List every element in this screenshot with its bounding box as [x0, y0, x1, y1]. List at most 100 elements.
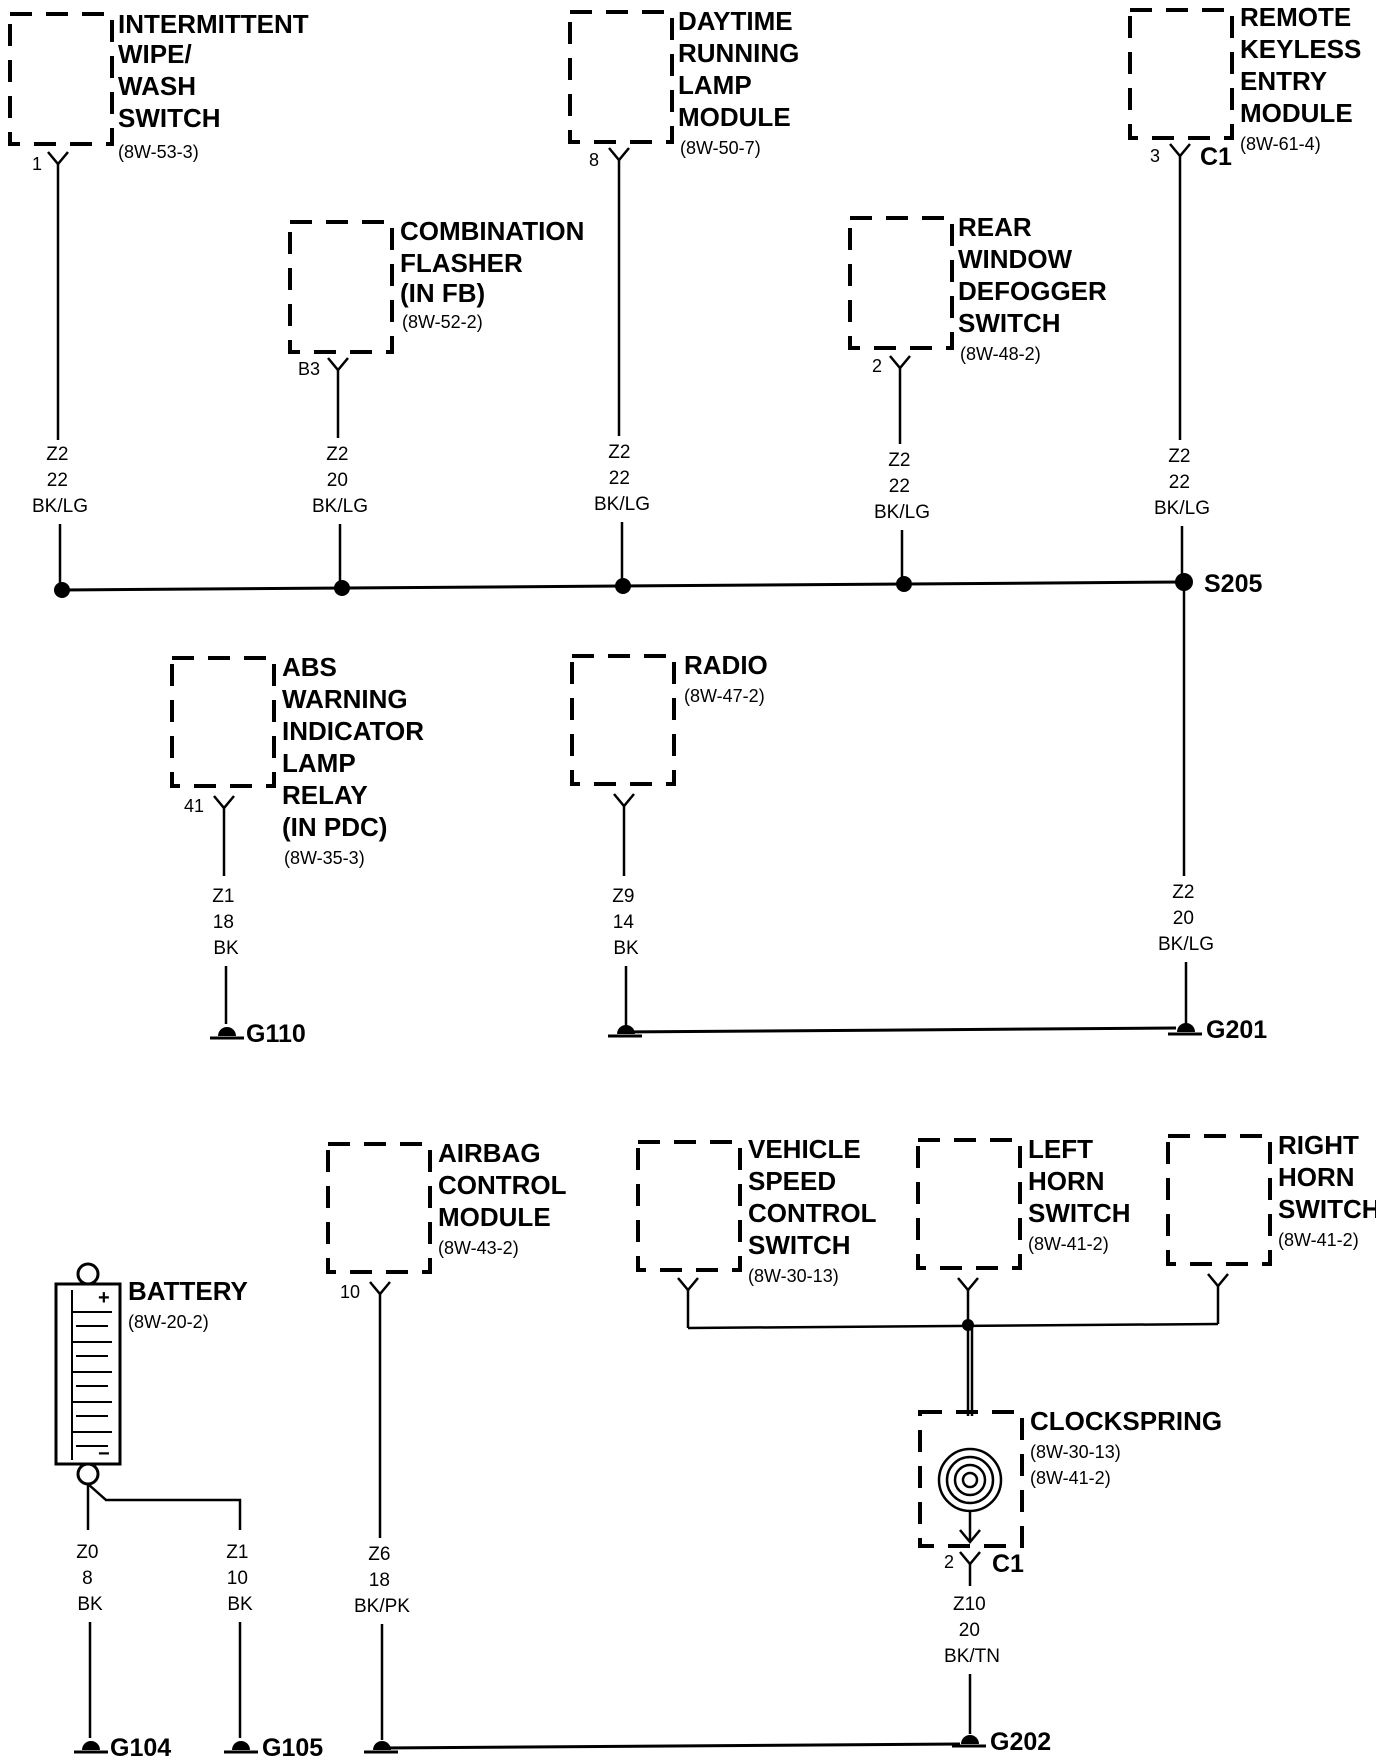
component-box [636, 1140, 742, 1272]
airbag-control-module: AIRBAG CONTROL MODULE (8W-43-2) 10 [326, 1138, 573, 1302]
splice-label: S205 [1204, 570, 1262, 598]
battery-plus-sign: + [98, 1287, 110, 1309]
pin-number: 41 [184, 796, 204, 816]
ground-symbol [74, 1741, 108, 1754]
ground-bus [381, 1742, 961, 1750]
wire-label: Z6 18 BK/PK [354, 1544, 410, 1617]
ground-label: G110 [246, 1020, 306, 1048]
battery-terminal-negative [76, 1462, 100, 1486]
ground-symbol [224, 1741, 258, 1754]
ground-symbol [952, 1735, 986, 1748]
component-ref: (8W-20-2) [128, 1312, 209, 1332]
component-ref: (8W-30-13) [748, 1266, 839, 1286]
component-label: LEFT HORN SWITCH [1028, 1134, 1131, 1228]
connector-symbol [213, 795, 235, 810]
component-ref: (8W-47-2) [684, 686, 765, 706]
component-box [8, 12, 114, 146]
battery-minus-sign: − [98, 1443, 110, 1465]
wire-label: Z9 14 BK [612, 886, 639, 959]
wire-label: Z10 20 BK/TN [944, 1594, 1000, 1667]
component-label: REMOTE KEYLESS ENTRY MODULE [1240, 2, 1369, 128]
component-ref: (8W-41-2) [1030, 1468, 1111, 1488]
battery-body [54, 1282, 122, 1466]
component-label: VEHICLE SPEED CONTROL SWITCH [748, 1134, 883, 1260]
component-label: RADIO [684, 650, 768, 680]
component-ref: (8W-41-2) [1028, 1234, 1109, 1254]
remote-keyless-entry-module: REMOTE KEYLESS ENTRY MODULE (8W-61-4) 3 … [1128, 2, 1369, 171]
connector-symbol [677, 1277, 699, 1292]
splice-dot [615, 578, 631, 594]
component-ref: (8W-53-3) [118, 142, 199, 162]
radio: RADIO (8W-47-2) [570, 650, 768, 808]
ground-label: G202 [990, 1728, 1051, 1756]
component-label: AIRBAG CONTROL MODULE [438, 1138, 573, 1232]
ground-label: G105 [262, 1734, 323, 1762]
splice-dot [54, 582, 70, 598]
ground-symbol [364, 1741, 398, 1754]
splice-dot [334, 580, 350, 596]
component-label: CLOCKSPRING [1030, 1406, 1222, 1436]
component-label: INTERMITTENT WIPE/ WASH SWITCH [118, 9, 316, 133]
component-box [1128, 8, 1234, 140]
pin-number: 2 [944, 1552, 954, 1572]
pin-number: 1 [32, 154, 42, 174]
wire-label: Z1 18 BK [212, 886, 239, 959]
connector-symbol [327, 357, 349, 372]
wire [687, 1322, 1219, 1330]
abs-warning-indicator-lamp-relay: ABS WARNING INDICATOR LAMP RELAY (IN PDC… [170, 652, 431, 868]
component-ref: (8W-61-4) [1240, 134, 1321, 154]
connector-symbol [608, 147, 630, 162]
wire-label: Z2 22 BK/LG [1154, 446, 1210, 519]
connector-symbol [47, 151, 69, 166]
wire [87, 1483, 242, 1530]
ground-label: G104 [110, 1734, 171, 1762]
component-ref: (8W-48-2) [960, 344, 1041, 364]
rear-window-defogger-switch: REAR WINDOW DEFOGGER SWITCH (8W-48-2) 2 [848, 212, 1114, 376]
component-box [916, 1138, 1022, 1270]
daytime-running-lamp-module: DAYTIME RUNNING LAMP MODULE (8W-50-7) 8 [568, 6, 807, 170]
pin-number: B3 [298, 359, 320, 379]
wire-label: Z2 20 BK/LG [1158, 882, 1214, 955]
component-ref: (8W-52-2) [402, 312, 483, 332]
intermittent-wipe-wash-switch: INTERMITTENT WIPE/ WASH SWITCH (8W-53-3)… [8, 9, 316, 174]
pin-number: 10 [340, 1282, 360, 1302]
connector-symbol [1207, 1273, 1229, 1288]
connector-symbol [957, 1277, 979, 1292]
ground-label: G201 [1206, 1016, 1267, 1044]
connector-symbol [959, 1551, 981, 1566]
component-box [848, 216, 954, 350]
splice-dot [1175, 573, 1193, 591]
component-label: DAYTIME RUNNING LAMP MODULE [678, 6, 807, 132]
wire-label: Z1 10 BK [226, 1542, 253, 1615]
combination-flasher: COMBINATION FLASHER (IN FB) (8W-52-2) B3 [288, 216, 592, 379]
component-label: BATTERY [128, 1276, 248, 1306]
wire-label: Z2 22 BK/LG [874, 450, 930, 523]
ground-symbol [1168, 1023, 1202, 1036]
component-label: ABS WARNING INDICATOR LAMP RELAY (IN PDC… [282, 652, 431, 842]
component-ref: (8W-43-2) [438, 1238, 519, 1258]
component-label: RIGHT HORN SWITCH [1278, 1130, 1376, 1224]
coil-spring-icon [937, 1447, 1003, 1544]
connector-symbol [613, 793, 635, 808]
component-box [1166, 1134, 1272, 1266]
battery: + − BATTERY (8W-20-2) [54, 1262, 248, 1486]
wire-label: Z2 20 BK/LG [312, 444, 368, 517]
component-ref: (8W-30-13) [1030, 1442, 1121, 1462]
connector-id: C1 [992, 1550, 1024, 1578]
component-label: COMBINATION FLASHER (IN FB) [400, 216, 592, 308]
clockspring: CLOCKSPRING (8W-30-13) (8W-41-2) 2 C1 [918, 1406, 1222, 1578]
pin-number: 2 [872, 356, 882, 376]
connector-symbol [1169, 143, 1191, 158]
component-ref: (8W-41-2) [1278, 1230, 1359, 1250]
ground-symbol [608, 1025, 642, 1038]
pin-number: 3 [1150, 146, 1160, 166]
component-box [918, 1410, 1024, 1548]
component-box [570, 654, 676, 786]
connector-symbol [369, 1281, 391, 1296]
connector-id: C1 [1200, 143, 1232, 171]
component-box [170, 656, 276, 788]
component-label: REAR WINDOW DEFOGGER SWITCH [958, 212, 1114, 338]
pin-number: 8 [589, 150, 599, 170]
component-box [288, 220, 394, 354]
right-horn-switch: RIGHT HORN SWITCH (8W-41-2) [1166, 1130, 1376, 1288]
